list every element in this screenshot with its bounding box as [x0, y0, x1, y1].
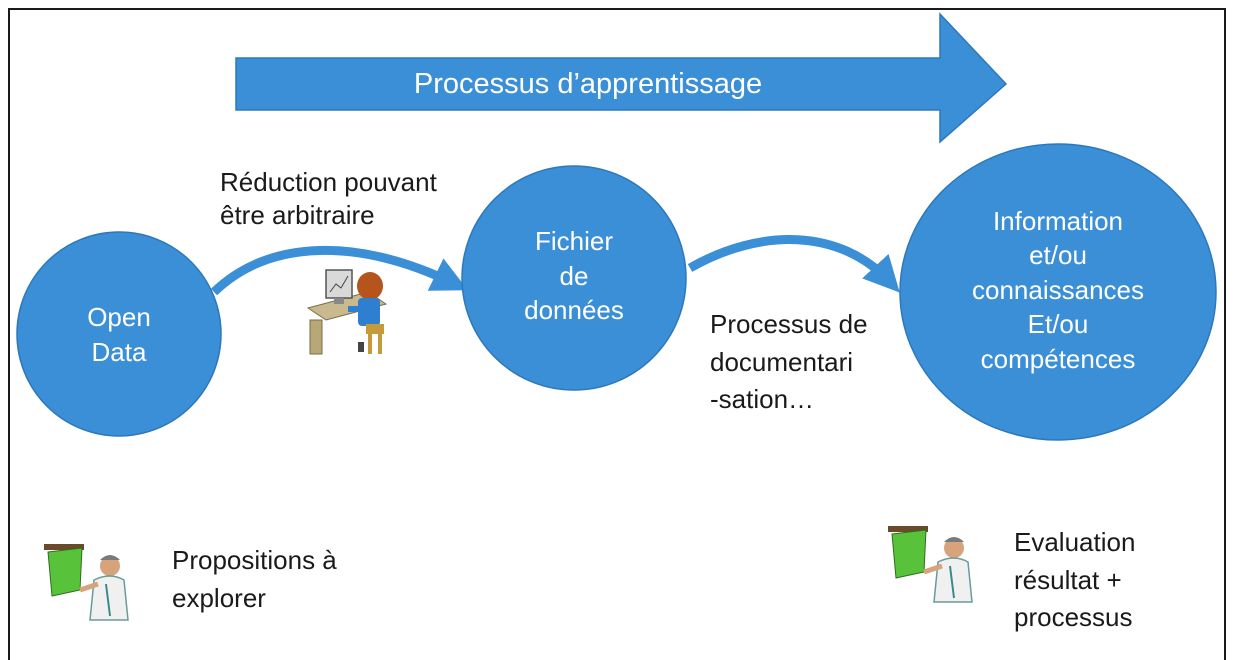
presenter-left-icon	[44, 544, 129, 621]
label-line: processus	[1014, 602, 1133, 633]
label-line: résultat +	[1014, 564, 1122, 595]
node-line: données	[524, 295, 624, 326]
propositions-label: Propositions à explorer	[172, 542, 337, 617]
fichier-node-text: Fichier de données	[470, 216, 678, 336]
node-line: compétences	[980, 343, 1136, 374]
connector-documentation	[687, 235, 900, 293]
presenter-right-icon	[888, 526, 973, 603]
label-line: explorer	[172, 582, 266, 613]
open-data-circle	[16, 231, 222, 437]
label-line: être arbitraire	[220, 199, 375, 230]
diagram-frame	[8, 8, 1226, 660]
label-line: Processus de	[710, 309, 868, 339]
node-line: Information	[992, 205, 1124, 236]
computer-user-icon	[306, 269, 388, 355]
documentation-label: Processus de documentari -sation…	[710, 306, 868, 419]
node-line: de	[559, 260, 589, 291]
information-node-text: Information et/ou connaissances Et/ou co…	[908, 190, 1208, 390]
label-line: Réduction pouvant	[220, 167, 437, 197]
label-line: documentari	[710, 346, 854, 377]
node-line: connaissances	[972, 274, 1144, 305]
evaluation-label: Evaluation résultat + processus	[1014, 524, 1135, 637]
node-line: Data	[91, 337, 147, 367]
label-line: Propositions à	[172, 545, 337, 575]
fichier-circle	[461, 165, 687, 391]
open-data-node-text: Open Data	[17, 290, 221, 380]
label-line: -sation…	[710, 384, 815, 415]
connector-reduction	[210, 245, 468, 296]
node-line: Fichier	[534, 226, 613, 257]
node-line: Et/ou	[1027, 309, 1089, 340]
node-line: et/ou	[1029, 240, 1087, 271]
process-arrow-label: Processus d’apprentissage	[413, 67, 763, 100]
process-arrow	[235, 12, 1008, 144]
information-circle	[899, 143, 1217, 441]
reduction-label: Réduction pouvant être arbitraire	[220, 166, 437, 231]
label-line: Evaluation	[1014, 527, 1136, 557]
node-line: Open	[87, 302, 151, 333]
